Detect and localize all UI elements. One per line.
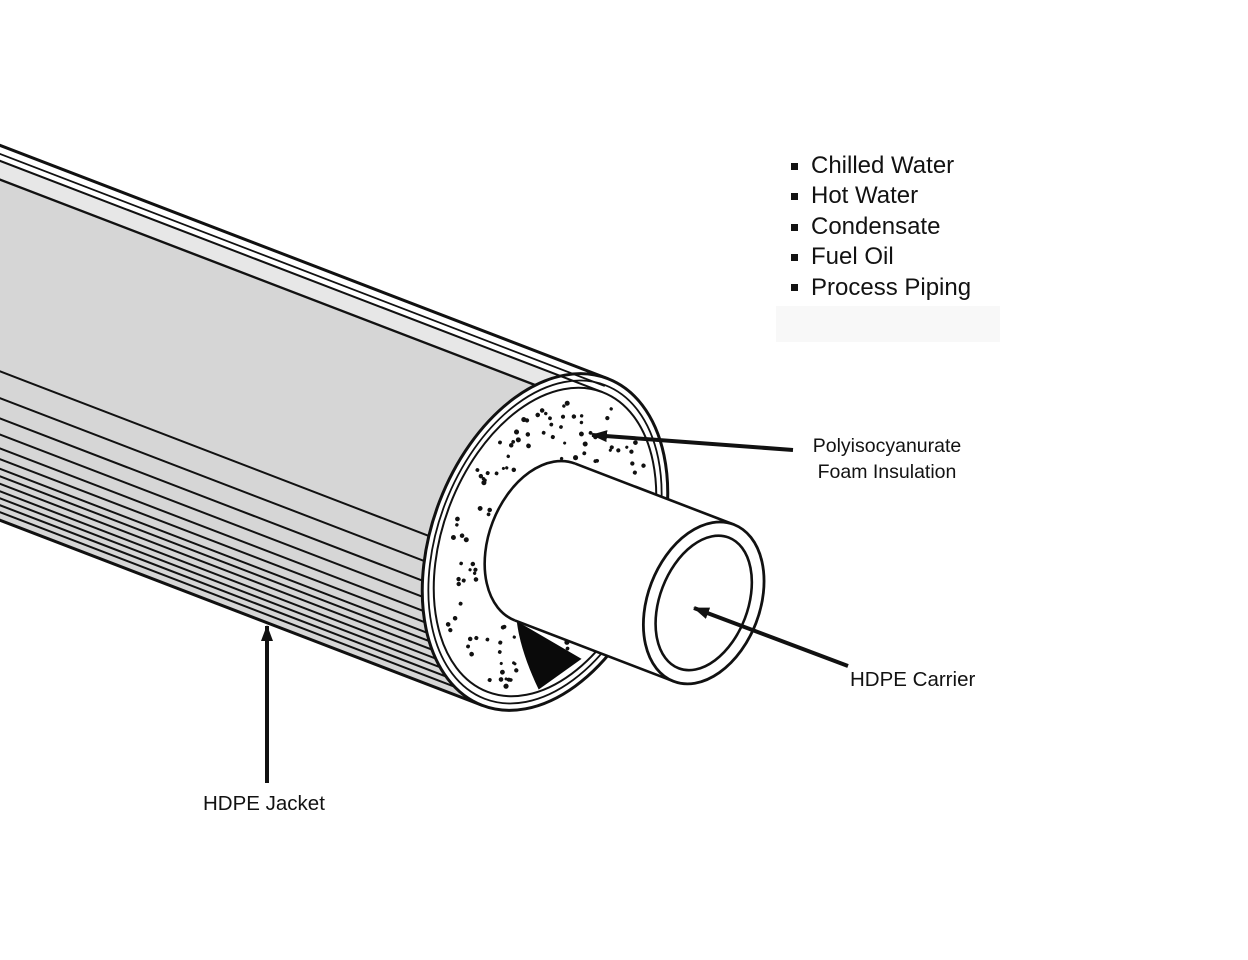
shadow-wedge — [516, 621, 582, 690]
jacket-highlight-band — [0, 0, 603, 409]
carrier-bore — [654, 534, 754, 672]
insulation-leader-arrow — [591, 430, 794, 452]
carrier-pipe — [483, 459, 766, 686]
pipe-assembly — [0, 0, 766, 712]
carrier-leader-arrow — [693, 606, 849, 668]
pipe-stripes-under — [0, 0, 609, 707]
carrier-base-edge — [483, 459, 576, 622]
carrier-top-edge — [574, 462, 735, 526]
carrier-bottom-edge — [514, 619, 675, 683]
jacket-rim-band — [0, 0, 608, 393]
pipe-body-surface — [0, 0, 597, 706]
pipe-rim-lines — [0, 0, 606, 394]
